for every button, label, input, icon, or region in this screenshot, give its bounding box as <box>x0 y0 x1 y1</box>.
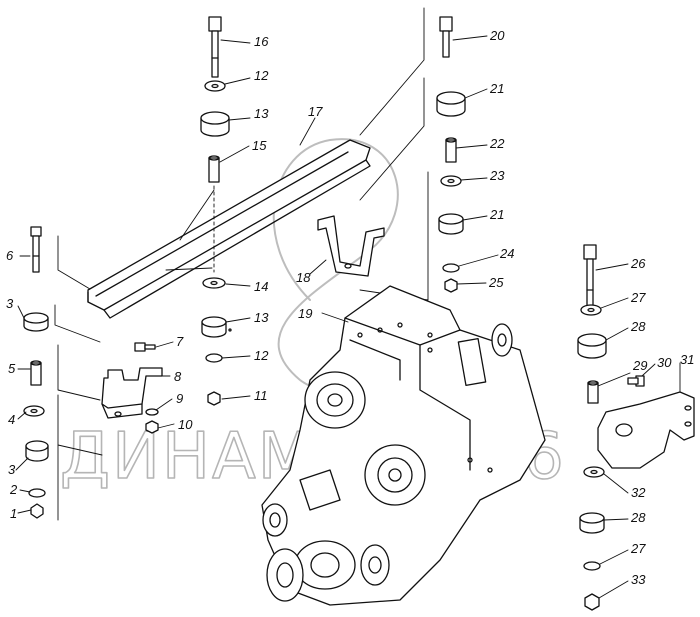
callout-21-lower: 21 <box>489 207 504 222</box>
callout-20: 20 <box>489 28 505 43</box>
washer-27-top <box>580 304 602 316</box>
bracket-31 <box>597 391 695 469</box>
callout-15: 15 <box>252 138 267 153</box>
callout-26: 26 <box>630 256 646 271</box>
guide-left-e <box>57 444 103 456</box>
guide-left-b <box>54 304 101 343</box>
callout-13-top: 13 <box>254 106 269 121</box>
callout-27-top: 27 <box>630 290 646 305</box>
sleeve-22 <box>445 137 457 163</box>
center-mount-stack <box>165 16 230 406</box>
bolt-26 <box>583 244 597 310</box>
callout-6: 6 <box>6 248 14 263</box>
nut-33 <box>584 593 600 611</box>
cushion-28-lower <box>579 512 605 534</box>
callout-9: 9 <box>176 391 183 406</box>
callout-3-lower: 3 <box>8 462 16 477</box>
guide-right-top <box>359 7 425 136</box>
callout-25: 25 <box>488 275 504 290</box>
callout-19: 19 <box>298 306 312 321</box>
nut-10 <box>145 420 159 434</box>
callout-23: 23 <box>489 168 505 183</box>
bolt-6 <box>30 226 42 273</box>
washer-12-top <box>204 80 226 92</box>
sleeve-15 <box>208 155 220 183</box>
callout-29: 29 <box>632 358 647 373</box>
transfer-case-19 <box>228 285 546 606</box>
arrow-center-b <box>165 267 213 271</box>
callout-31: 31 <box>680 352 694 367</box>
callout-5: 5 <box>8 361 16 376</box>
bracket-18 <box>317 215 385 277</box>
bracket-8 <box>101 367 163 419</box>
callout-13-lower: 13 <box>254 310 269 325</box>
callout-14: 14 <box>254 279 268 294</box>
callout-33: 33 <box>631 572 646 587</box>
cushion-3-lower <box>25 440 49 462</box>
callout-21-top: 21 <box>489 81 504 96</box>
bolt-7 <box>134 342 156 352</box>
washer-24 <box>442 263 460 273</box>
nut-1 <box>30 503 44 519</box>
right-top-stack <box>359 7 466 301</box>
callout-18: 18 <box>296 270 311 285</box>
left-bracket-assembly <box>23 226 163 521</box>
callout-labels: 6 3 5 4 3 2 1 7 8 9 10 11 12 13 14 15 13… <box>6 28 694 587</box>
sleeve-29 <box>587 380 599 404</box>
callout-3-top: 3 <box>6 296 14 311</box>
arrow-center-a <box>179 189 215 241</box>
washer-23 <box>440 175 462 187</box>
nut-11 <box>207 391 221 406</box>
bolt-16 <box>208 16 222 78</box>
callout-28-top: 28 <box>630 319 646 334</box>
callout-16: 16 <box>254 34 269 49</box>
cushion-21-top <box>436 91 466 117</box>
cushion-13-lower <box>201 316 227 338</box>
callout-22: 22 <box>489 136 505 151</box>
cushion-28-top <box>577 333 607 359</box>
washer-9 <box>145 408 159 416</box>
callout-2: 2 <box>9 482 18 497</box>
guide-left-a <box>57 235 96 293</box>
callout-1: 1 <box>10 506 17 521</box>
leader-lines <box>15 35 681 599</box>
washer-3-top <box>23 312 49 332</box>
callout-12-top: 12 <box>254 68 269 83</box>
washer-12-lower <box>205 353 223 363</box>
right-lower-stack <box>577 244 695 611</box>
bolt-30 <box>627 375 645 387</box>
washer-14 <box>202 277 226 289</box>
callout-30: 30 <box>657 355 672 370</box>
bolt-20 <box>439 16 453 58</box>
cushion-13-top <box>200 111 230 137</box>
callout-4: 4 <box>8 412 15 427</box>
washer-32 <box>583 466 605 478</box>
guide-left-c <box>57 344 101 401</box>
nut-25 <box>444 278 458 293</box>
frame-rail-17 <box>87 139 371 319</box>
callout-7: 7 <box>176 334 184 349</box>
callout-8: 8 <box>174 369 182 384</box>
sleeve-5 <box>30 360 42 386</box>
guide-right-mid <box>359 77 425 201</box>
callout-17: 17 <box>308 104 323 119</box>
callout-24: 24 <box>499 246 514 261</box>
cushion-21-lower <box>438 213 464 235</box>
washer-27-lower <box>583 561 601 571</box>
washer-2 <box>28 488 46 498</box>
washer-4 <box>23 405 45 417</box>
callout-10: 10 <box>178 417 193 432</box>
callout-27-lower: 27 <box>630 541 646 556</box>
callout-32: 32 <box>631 485 646 500</box>
callout-11: 11 <box>254 388 268 403</box>
callout-28-lower: 28 <box>630 510 646 525</box>
callout-12-lower: 12 <box>254 348 269 363</box>
